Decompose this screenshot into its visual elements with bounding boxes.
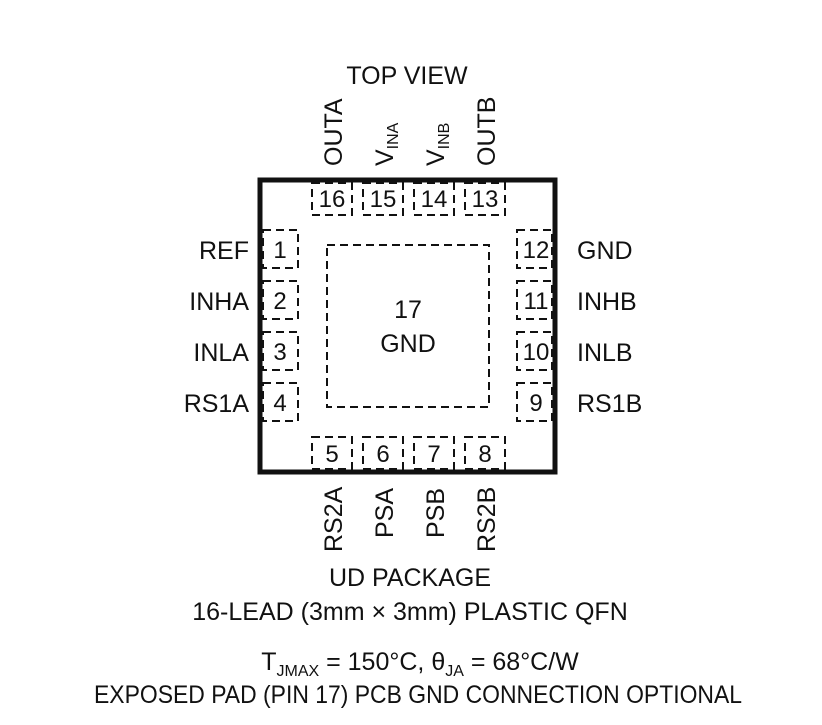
pin-number-2: 2	[273, 288, 286, 315]
thermal-spec: TJMAX = 150°C, θJA = 68°C/W	[261, 648, 579, 680]
pad-2	[262, 280, 299, 320]
pad-10	[516, 331, 553, 371]
pin-name-psa: PSA	[371, 488, 399, 538]
package-description: 16-LEAD (3mm × 3mm) PLASTIC QFN	[192, 598, 628, 626]
pin-name-inhb: INHB	[577, 288, 637, 316]
pin-number-5: 5	[325, 441, 338, 468]
pin-number-15: 15	[370, 186, 397, 213]
pin-number-14: 14	[421, 186, 448, 213]
pin-name-gnd: GND	[577, 237, 633, 265]
pin-name-inla: INLA	[193, 339, 249, 367]
pin-number-8: 8	[478, 441, 491, 468]
pin-number-10: 10	[523, 339, 550, 366]
exposed-pad	[326, 244, 490, 408]
pin-number-11: 11	[524, 288, 549, 315]
pin-name-rs2a: RS2A	[320, 486, 348, 552]
pin-number-6: 6	[376, 441, 389, 468]
pad-7	[413, 436, 455, 470]
pin-name-inlb: INLB	[577, 339, 633, 367]
pad-1	[262, 229, 299, 269]
pad-6	[362, 436, 404, 470]
pin-name-vina: VINA	[371, 122, 402, 166]
pad-5	[311, 436, 353, 470]
pin-name-vinb: VINB	[422, 123, 453, 166]
pin-number-3: 3	[273, 339, 286, 366]
pad-16	[311, 182, 353, 216]
view-label: TOP VIEW	[346, 62, 468, 90]
pad-11	[516, 280, 553, 320]
pin-number-1: 1	[273, 237, 286, 264]
pin-number-13: 13	[472, 186, 499, 213]
pin-name-outa: OUTA	[320, 98, 348, 166]
pin-name-outb: OUTB	[473, 97, 501, 166]
pin-number-4: 4	[273, 390, 286, 417]
pad-4	[262, 382, 299, 422]
exposed-pad-note: EXPOSED PAD (PIN 17) PCB GND CONNECTION …	[94, 681, 742, 709]
pin-name-rs2b: RS2B	[473, 487, 501, 552]
exposed-pad-name: GND	[380, 330, 436, 358]
pad-14	[413, 182, 455, 216]
pad-12	[516, 229, 553, 269]
pad-9	[516, 382, 553, 422]
package-outline	[257, 177, 558, 475]
pad-8	[464, 436, 506, 470]
pin-number-9: 9	[529, 390, 542, 417]
pin-number-12: 12	[523, 237, 550, 264]
pad-3	[262, 331, 299, 371]
package-name: UD PACKAGE	[329, 564, 491, 592]
pad-13	[464, 182, 506, 216]
pin-name-rs1b: RS1B	[577, 390, 642, 418]
pin-name-psb: PSB	[422, 488, 450, 538]
pin-number-16: 16	[319, 186, 346, 213]
pin-name-rs1a: RS1A	[184, 390, 250, 418]
exposed-pad-number: 17	[394, 296, 422, 324]
pin-number-7: 7	[427, 441, 440, 468]
pad-15	[362, 182, 404, 216]
pin-name-inha: INHA	[189, 288, 249, 316]
pin-name-ref: REF	[199, 237, 249, 265]
